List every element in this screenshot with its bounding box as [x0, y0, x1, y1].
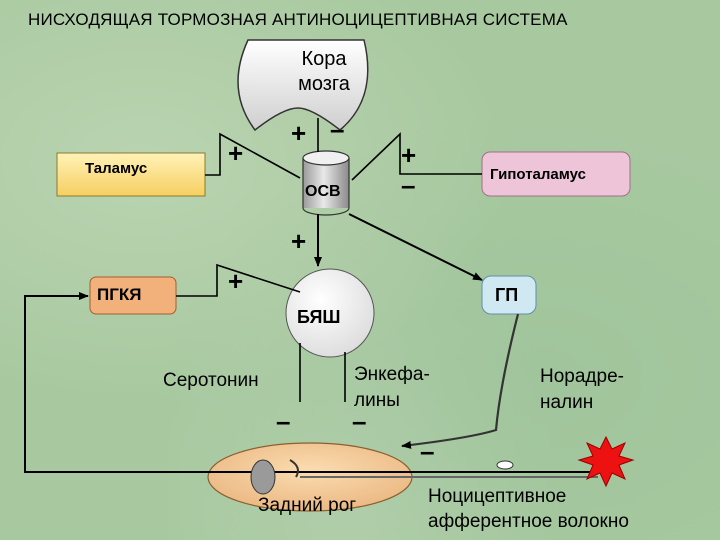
thalamus-box	[56, 152, 206, 197]
gp-box	[481, 275, 537, 315]
cortex-label: Кора мозга	[276, 47, 372, 97]
diagram-title: НИСХОДЯЩАЯ ТОРМОЗНАЯ АНТИНОЦИЦЕПТИВНАЯ С…	[28, 10, 568, 29]
thalamus-to-osv-line	[205, 132, 301, 179]
osv-cylinder	[302, 150, 350, 216]
pain-burst-icon	[577, 435, 635, 488]
noradrenaline-label-line1: Норадре-	[540, 366, 624, 387]
dorsal-horn-label: Задний рог	[258, 495, 357, 516]
gp-to-dorsal-horn-arrow	[401, 313, 520, 449]
synapse-mark	[289, 459, 299, 478]
osv-label: ОСВ	[305, 183, 341, 200]
sign-hypothalamus-plus: +	[401, 140, 417, 170]
sign-osv-plus: +	[291, 226, 307, 256]
osv-to-gp-arrow	[348, 213, 483, 281]
fiber-node	[496, 460, 514, 470]
serotonin-label: Серотонин	[163, 370, 259, 391]
afferent-fiber-label-line2: афферентное волокно	[428, 511, 629, 532]
sign-cortex-minus: –	[330, 114, 345, 144]
sign-serotonin-minus: –	[276, 406, 291, 436]
noradrenaline-label: Норадре- налин	[540, 364, 624, 416]
enkephalins-label-line2: лины	[354, 390, 400, 411]
interneuron-body	[250, 459, 276, 495]
sign-thalamus-plus: +	[228, 138, 244, 168]
gp-label: ГП	[495, 285, 519, 305]
thalamus-label: Таламус	[85, 160, 148, 177]
sign-cortex-plus: +	[291, 118, 307, 148]
pgkya-label: ПГКЯ	[97, 285, 142, 304]
byash-label: БЯШ	[297, 307, 341, 327]
afferent-fiber-label: Ноцицептивное афферентное волокно	[428, 484, 629, 534]
noradrenaline-label-line2: налин	[540, 392, 594, 413]
sign-hypothalamus-minus: –	[401, 170, 416, 200]
afferent-fiber-label-line1: Ноцицептивное	[428, 486, 567, 507]
sign-enkephalins-minus: –	[352, 406, 367, 436]
hypothalamus-to-osv-line	[351, 132, 482, 181]
cortex-label-line2: мозга	[298, 73, 350, 95]
pgkya-to-byash-line	[176, 263, 301, 297]
sign-noradrenaline-minus: –	[420, 436, 435, 466]
sign-pgkya-plus: +	[228, 266, 244, 296]
cortex-shape	[237, 39, 369, 132]
enkephalins-label: Энкефа- лины	[354, 362, 430, 414]
byash-circle	[285, 268, 375, 358]
cortex-label-line1: Кора	[301, 48, 347, 70]
hypothalamus-label: Гипоталамус	[490, 166, 586, 183]
enkephalins-label-line1: Энкефа-	[354, 364, 430, 385]
